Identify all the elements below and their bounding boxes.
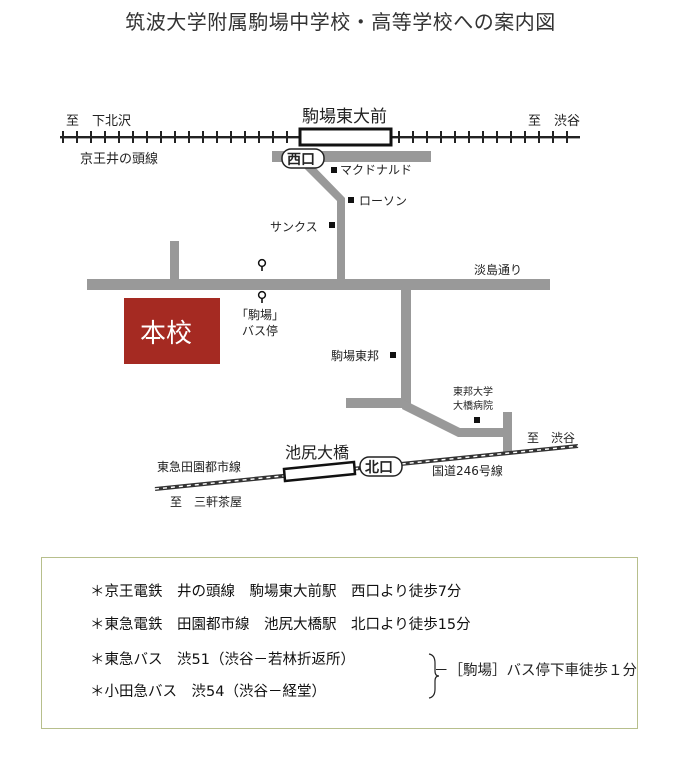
label-to-shibuya-top: 至 渋谷 [528,114,580,129]
bus-stop-south-icon [257,290,267,303]
access-tokyu-bus: ＊東急バス 渋51（渋谷－若林折返所） [90,652,355,668]
station-komaba-todaimae [298,127,393,147]
label-ikejiri-ohashi: 池尻大橋 [285,443,349,462]
label-komaba-toho: 駒場東邦 [331,349,379,363]
page-title: 筑波大学附属駒場中学校・高等学校への案内図 [125,10,556,34]
road-spur-west [170,241,179,281]
label-lawson: ローソン [359,194,407,208]
marker-mcdonalds [331,167,337,173]
label-mcdonalds: マクドナルド [340,163,412,177]
label-bus-stop-line1: 「駒場」 [236,308,284,322]
marker-komaba-toho [390,352,396,358]
station-ikejiri-ohashi [282,460,357,483]
label-keio-line: 京王井の頭線 [80,151,158,167]
label-nishiguchi: 西口 [287,152,315,168]
exit-nishiguchi [281,148,325,169]
label-awashima-dori: 淡島通り [474,262,522,277]
road-east-west-lower [346,398,411,408]
access-odakyu-bus: ＊小田急バス 渋54（渋谷－経堂） [90,684,326,700]
label-tokyu-line: 東急田園都市線 [157,459,241,474]
label-honko: 本校 [140,319,192,349]
road-komaba-toho-south [401,289,411,404]
bus-stop-north-icon [257,258,267,271]
label-toho-univ-line1: 東邦大学 [453,385,493,398]
label-toho-univ-line2: 大橋病院 [453,399,493,412]
label-route-246: 国道246号線 [432,463,503,478]
label-komaba-todaimae: 駒場東大前 [302,107,387,127]
access-info-box: ＊京王電鉄 井の頭線 駒場東大前駅 西口より徒歩7分 ＊東急電鉄 田園都市線 池… [41,557,638,729]
road-nishiguchi-south [302,162,345,283]
access-keio: ＊京王電鉄 井の頭線 駒場東大前駅 西口より徒歩7分 [90,584,462,600]
tokyu-rail-dashes [154,445,579,490]
exit-kitaguchi [359,456,403,477]
marker-sunkus [329,222,335,228]
road-station-plaza [272,151,431,162]
marker-toho-hospital [474,417,480,423]
bus-stop-walk-note: －［駒場］バス停下車徒歩１分 [434,663,637,679]
road-awashima-dori [87,279,550,290]
label-kitaguchi: 北口 [365,460,393,476]
road-to-hospital [402,400,510,437]
label-sunkus: サンクス [270,220,318,234]
access-map: 駒場東大前 至 下北沢 至 渋谷 京王井の頭線 西口 マクドナルド ローソン サ… [60,107,580,509]
label-to-shimokitazawa: 至 下北沢 [66,114,131,129]
label-bus-stop-line2: バス停 [242,323,278,338]
access-tokyu-train: ＊東急電鉄 田園都市線 池尻大橋駅 北口より徒歩15分 [90,617,471,633]
label-to-sangenjaya: 至 三軒茶屋 [170,494,242,509]
road-hospital-spur [503,412,512,452]
roads [87,151,550,452]
marker-lawson [348,197,354,203]
label-to-shibuya-bottom: 至 渋谷 [527,431,575,445]
school-block [124,298,220,364]
bracket-icon [428,653,440,699]
